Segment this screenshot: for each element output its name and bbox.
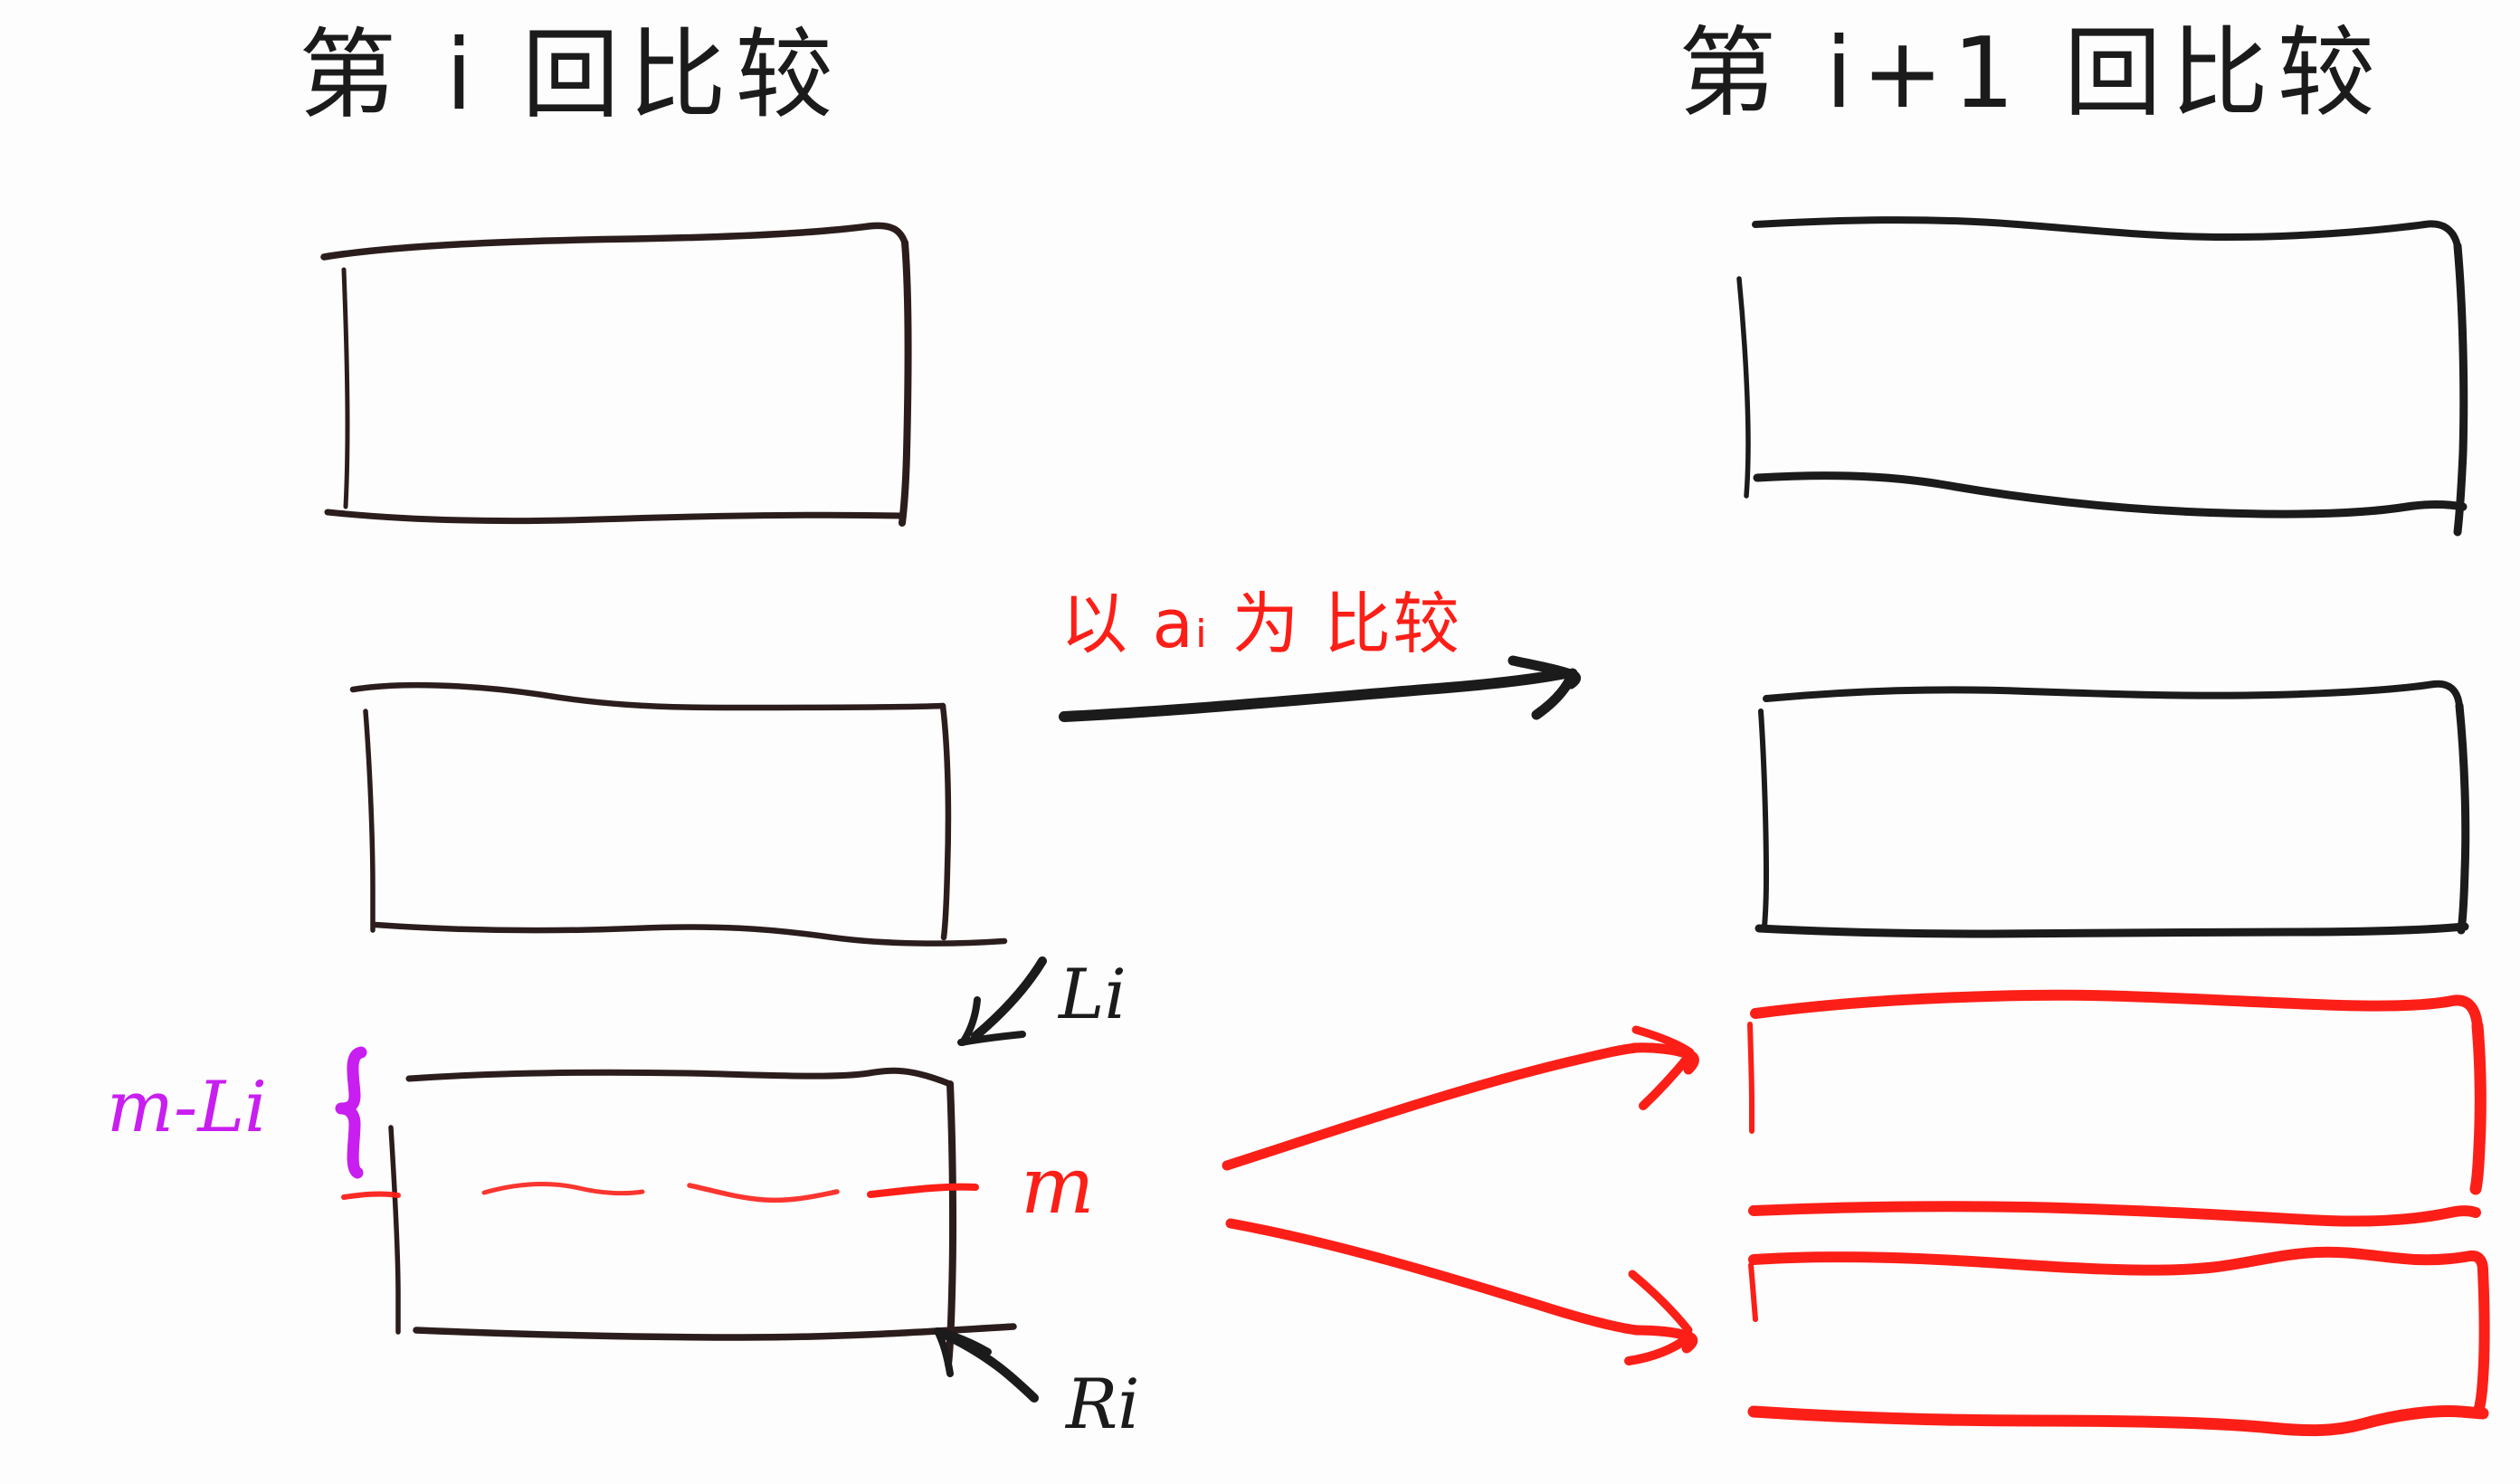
right-title: 第 i+1 回比较 [1678, 17, 2384, 130]
left-box-top-edge-right [899, 239, 912, 527]
right-box-red-lower-edge-left [1748, 1262, 1758, 1322]
left-box-top-edge-top [320, 222, 908, 261]
transition-label: 以 aᵢ 为 比较 [1060, 585, 1461, 663]
right-box-red-upper [1747, 989, 2487, 1227]
red-split-arrow-lower-shaft [1225, 1218, 1643, 1336]
left-box-middle-edge-top [349, 681, 946, 711]
m-minus-li-label: m-Li [107, 1067, 267, 1148]
mid-dash-4 [867, 1183, 979, 1198]
right-box-top-edge-bottom [1753, 471, 2468, 518]
red-dashed-midpoint-line [341, 1181, 979, 1203]
right-box-top-edge-right [2453, 242, 2468, 537]
left-box-middle [349, 681, 1008, 947]
mid-dash-2 [481, 1181, 645, 1196]
mid-dash-1 [341, 1191, 401, 1200]
left-box-bottom-edge-left [388, 1125, 401, 1335]
m-minus-li-group: m-Li [107, 1046, 367, 1179]
li-pointer-arrow [971, 956, 1047, 1041]
red-split-arrow-upper-shaft [1222, 1042, 1641, 1171]
right-box-red-upper-edge-left [1747, 1022, 1754, 1134]
left-box-top-edge-left [341, 267, 350, 509]
left-title: 第 i 回比较 [299, 19, 842, 132]
right-box-top-edge-left [1736, 276, 1751, 499]
left-box-bottom-edge-right [945, 1080, 957, 1368]
right-box-middle-edge-left [1758, 709, 1769, 929]
black-transition-arrow-shaft [1059, 668, 1571, 722]
m-label: m [1021, 1141, 1095, 1232]
right-box-red-upper-edge-right [2469, 1020, 2487, 1195]
right-box-red-upper-edge-bottom [1748, 1201, 2481, 1227]
red-split-arrow-upper-head-b [1631, 1025, 1695, 1057]
left-title-group: 第 i 回比较 [299, 19, 842, 132]
right-box-red-upper-edge-top [1750, 989, 2483, 1032]
left-box-middle-edge-left [363, 709, 376, 933]
left-box-middle-edge-right [939, 702, 952, 941]
ri-pointer-arrowhead-lower [934, 1327, 954, 1377]
right-box-top [1736, 216, 2468, 537]
right-box-red-lower-edge-right [2474, 1265, 2490, 1413]
right-box-middle-edge-bottom [1754, 922, 2469, 938]
left-box-middle-edge-bottom [372, 921, 1008, 947]
left-box-bottom [388, 1067, 1017, 1368]
black-transition-arrowhead-lower [1531, 668, 1578, 720]
right-box-red-lower-edge-bottom [1747, 1405, 2489, 1437]
left-box-top [320, 222, 912, 527]
right-box-middle-edge-right [2455, 701, 2470, 935]
ri-annotation-group: Ri [934, 1327, 1140, 1444]
ri-label: Ri [1064, 1364, 1140, 1444]
right-box-top-edge-top [1752, 216, 2461, 250]
left-box-bottom-edge-bottom [413, 1323, 1017, 1341]
right-box-red-lower [1747, 1246, 2490, 1437]
li-pointer-arrowhead-lower [957, 1031, 1026, 1046]
red-split-arrows [1222, 1025, 1699, 1365]
right-box-middle-edge-top [1763, 680, 2463, 709]
transition-group: 以 aᵢ 为 比较 [1059, 585, 1582, 722]
right-box-red-lower-edge-top [1748, 1246, 2488, 1276]
red-split-arrow-upper-head-c [1639, 1052, 1693, 1110]
m-label-group: m [1021, 1141, 1095, 1232]
mid-dash-3 [687, 1183, 840, 1203]
left-box-bottom-edge-top [405, 1067, 954, 1088]
ri-pointer-arrow [935, 1327, 1039, 1403]
left-box-top-edge-bottom [324, 509, 906, 525]
red-split-arrow-lower-head-b [1628, 1270, 1693, 1335]
li-label: Li [1057, 954, 1127, 1034]
right-title-group: 第 i+1 回比较 [1678, 17, 2384, 130]
right-box-middle [1754, 680, 2470, 938]
purple-brace [335, 1046, 367, 1179]
li-annotation-group: Li [957, 954, 1127, 1046]
red-split-arrow-lower-head-c [1624, 1333, 1693, 1365]
